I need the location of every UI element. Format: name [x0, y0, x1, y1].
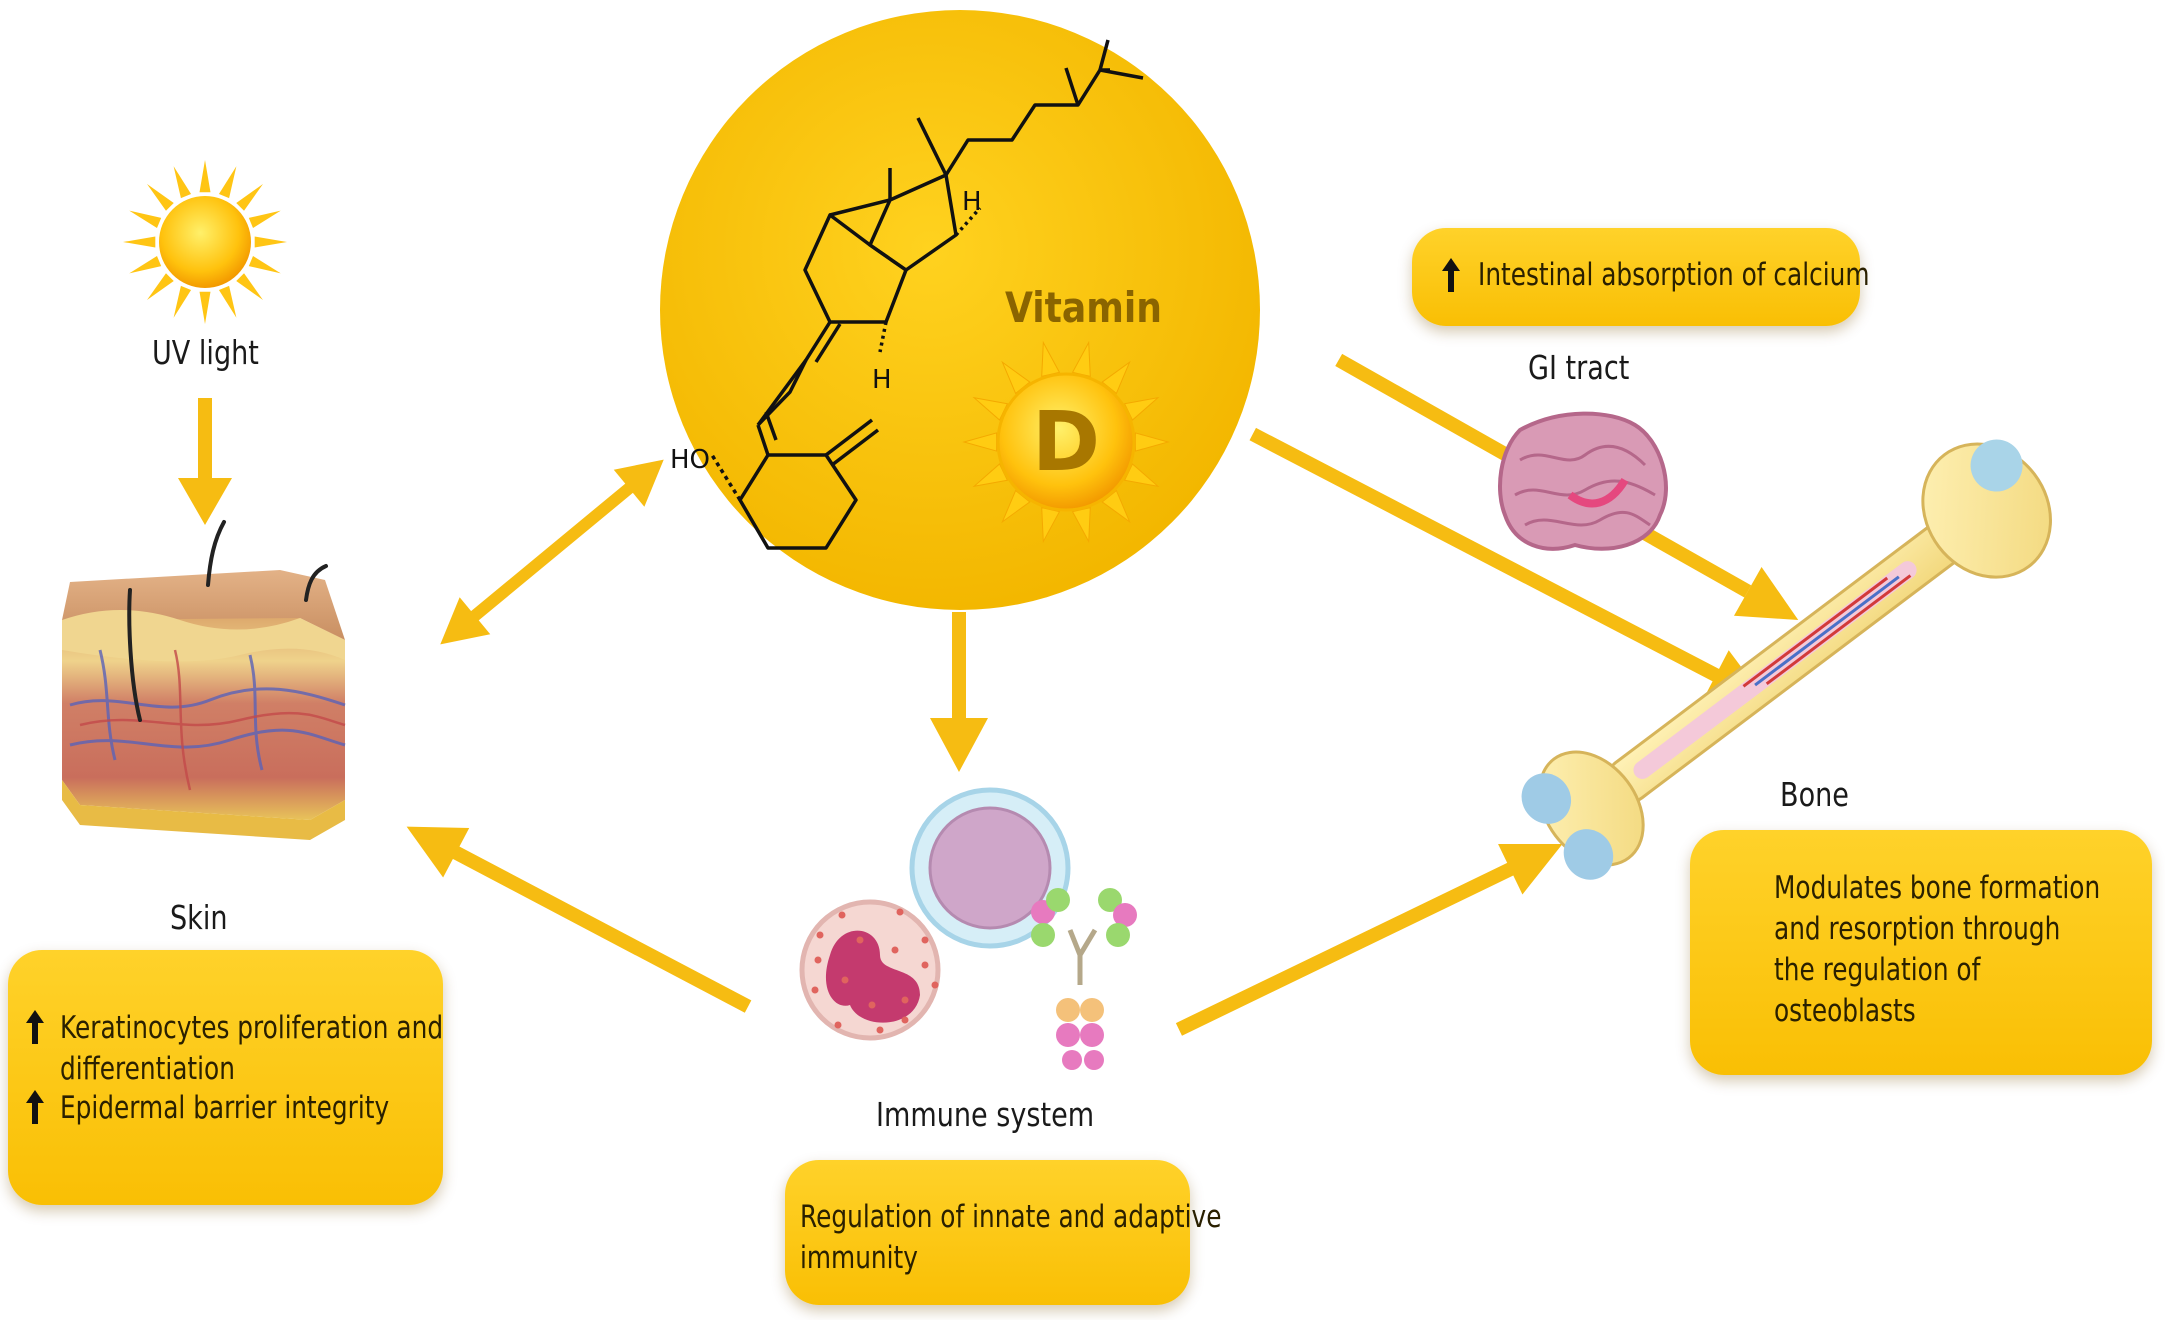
- sun-ray: [236, 184, 263, 211]
- bone-effect-line-4: osteoblasts: [1774, 993, 1916, 1029]
- immune-cells-illustration: [799, 787, 1137, 1070]
- skin-label: Skin: [170, 898, 228, 937]
- up-arrow-icon: [26, 1010, 44, 1044]
- skin-effect-line-1: Keratinocytes proliferation and: [60, 1010, 444, 1046]
- bone-illustration: [1521, 439, 2052, 880]
- granule: [876, 1026, 884, 1034]
- granule: [891, 946, 899, 954]
- skin-effect-line-2: differentiation: [60, 1051, 235, 1087]
- granule: [814, 956, 822, 964]
- molecule-ho-label: HO: [670, 445, 710, 475]
- vitamin-title: Vitamin: [1005, 284, 1162, 332]
- sun-ray: [129, 210, 162, 229]
- arrow-skin-vitamin-bidirectional: [440, 459, 664, 645]
- granule: [901, 1016, 909, 1024]
- sun-ray: [254, 236, 287, 248]
- sun-ray: [199, 160, 211, 193]
- molecule-h-label-bottom: H: [872, 365, 892, 395]
- immune-effect-line-1: Regulation of innate and adaptive: [800, 1199, 1222, 1235]
- granule: [921, 936, 929, 944]
- sun-ray: [248, 210, 281, 229]
- sun-icon: [123, 160, 287, 324]
- uv-light-label: UV light: [152, 333, 259, 372]
- arrow-vitamin-to-immune: [930, 612, 988, 772]
- sun-ray: [147, 184, 174, 211]
- granule: [868, 1001, 876, 1009]
- bone-effect-line-1: Modulates bone formation: [1774, 870, 2101, 906]
- sun-ray: [236, 273, 263, 300]
- up-arrow-icon: [26, 1090, 44, 1124]
- sun-ray: [129, 255, 162, 274]
- arrow-uv-to-skin: [178, 398, 232, 525]
- granule: [921, 961, 929, 969]
- sun-ray: [199, 291, 211, 324]
- granule: [838, 911, 846, 919]
- granule: [901, 996, 909, 1004]
- granule: [816, 931, 824, 939]
- immune-effects-box: Regulation of innate and adaptive immuni…: [785, 1160, 1221, 1305]
- sun-ray: [218, 166, 237, 199]
- sun-ray: [173, 166, 192, 199]
- bone-effect-line-2: and resorption through: [1774, 911, 2061, 947]
- granule: [856, 936, 864, 944]
- bone-effect-line-3: the regulation of: [1774, 952, 1981, 988]
- gi-tract-label: GI tract: [1528, 348, 1630, 387]
- granule: [841, 976, 849, 984]
- gi-tract-illustration: [1498, 411, 1668, 551]
- sun-ray: [147, 273, 174, 300]
- sun-ray: [173, 285, 192, 318]
- up-arrow-icon: [1442, 258, 1460, 292]
- gi-effects-box: Intestinal absorption of calcium: [1412, 228, 1870, 326]
- granule: [931, 981, 939, 989]
- skin-effects-box: Keratinocytes proliferation and differen…: [8, 950, 443, 1205]
- arrow-immune-to-skin: [406, 826, 752, 1013]
- bone-effects-box: Modulates bone formation and resorption …: [1690, 830, 2152, 1075]
- d-letter: D: [1032, 395, 1100, 490]
- skin-effect-line-3: Epidermal barrier integrity: [60, 1090, 390, 1126]
- gi-effect-text: Intestinal absorption of calcium: [1478, 257, 1870, 293]
- granule: [834, 1021, 842, 1029]
- bone-label: Bone: [1780, 775, 1849, 814]
- sun-ray: [248, 255, 281, 274]
- antibody-icon: [1031, 888, 1137, 1070]
- granule: [896, 908, 904, 916]
- molecule-h-label-top: H: [962, 187, 982, 217]
- skin-cross-section-illustration: [62, 520, 346, 840]
- vitamin-d3-structure: [710, 39, 1144, 550]
- sun-ray: [218, 285, 237, 318]
- granule: [811, 986, 819, 994]
- sun-ray: [123, 236, 156, 248]
- d-sun-badge: D: [962, 340, 1170, 544]
- immune-system-label: Immune system: [876, 1095, 1095, 1134]
- immune-effect-line-2: immunity: [800, 1240, 918, 1276]
- arrow-immune-to-bone: [1175, 843, 1563, 1036]
- vitamin-d-circle: HO H H Vitamin D: [660, 10, 1260, 610]
